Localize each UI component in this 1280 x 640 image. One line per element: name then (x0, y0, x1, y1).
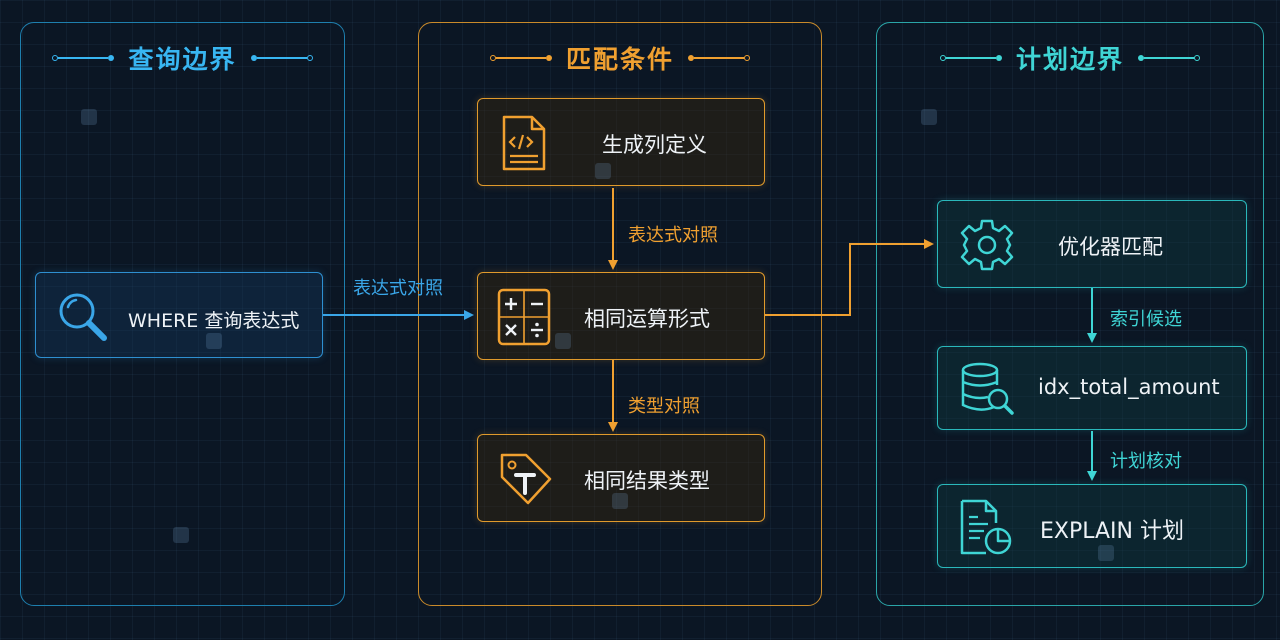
watermark-icon (81, 109, 97, 125)
query-boundary-title: 查询边界 (128, 45, 237, 74)
report-chart-icon (958, 497, 1016, 557)
explain-plan-node: EXPLAIN 计划 (937, 484, 1247, 568)
watermark-icon (206, 333, 222, 349)
query-boundary-header: 查询边界 (21, 41, 344, 75)
watermark-icon (921, 109, 937, 125)
type-tag-icon (496, 449, 554, 509)
code-file-icon (498, 113, 550, 173)
edge-label-optimizer-to-index: 索引候选 (1110, 309, 1182, 330)
calculator-icon (496, 287, 552, 347)
header-ornament-right (250, 55, 313, 61)
edge-label-generated-to-operation: 表达式对照 (628, 225, 718, 246)
header-ornament-right (688, 55, 750, 61)
header-ornament-left (939, 55, 1002, 61)
watermark-icon (595, 163, 611, 179)
header-ornament-left (52, 55, 115, 61)
match-conditions-title: 匹配条件 (565, 45, 674, 74)
gear-icon (958, 215, 1016, 275)
watermark-icon (173, 527, 189, 543)
same-operation-label: 相同运算形式 (584, 307, 710, 331)
plan-boundary-header: 计划边界 (877, 41, 1263, 75)
match-conditions-header: 匹配条件 (419, 41, 821, 75)
index-label: idx_total_amount (1038, 375, 1220, 399)
same-result-type-label: 相同结果类型 (584, 469, 710, 493)
plan-boundary-title: 计划边界 (1015, 45, 1124, 74)
optimizer-match-node: 优化器匹配 (937, 200, 1247, 288)
edge-label-operation-to-type: 类型对照 (628, 396, 700, 417)
where-expression-label: WHERE 查询表达式 (128, 310, 300, 332)
watermark-icon (1098, 545, 1114, 561)
generated-column-label: 生成列定义 (602, 133, 707, 157)
edge-label-where-to-operation: 表达式对照 (353, 278, 443, 299)
header-ornament-left (489, 55, 552, 61)
header-ornament-right (1138, 55, 1200, 61)
watermark-icon (612, 493, 628, 509)
search-icon (54, 289, 112, 345)
generated-column-node: 生成列定义 (477, 98, 765, 186)
explain-plan-label: EXPLAIN 计划 (1040, 519, 1184, 544)
index-node: idx_total_amount (937, 346, 1247, 430)
edge-operation-to-optimizer (765, 239, 934, 316)
same-result-type-node: 相同结果类型 (477, 434, 765, 522)
optimizer-match-label: 优化器匹配 (1058, 235, 1163, 259)
plan-boundary-panel: 计划边界 (876, 22, 1264, 606)
same-operation-node: 相同运算形式 (477, 272, 765, 360)
edge-label-index-to-explain: 计划核对 (1110, 451, 1182, 472)
watermark-icon (555, 333, 571, 349)
database-search-icon (958, 359, 1016, 419)
where-expression-node: WHERE 查询表达式 (35, 272, 323, 358)
